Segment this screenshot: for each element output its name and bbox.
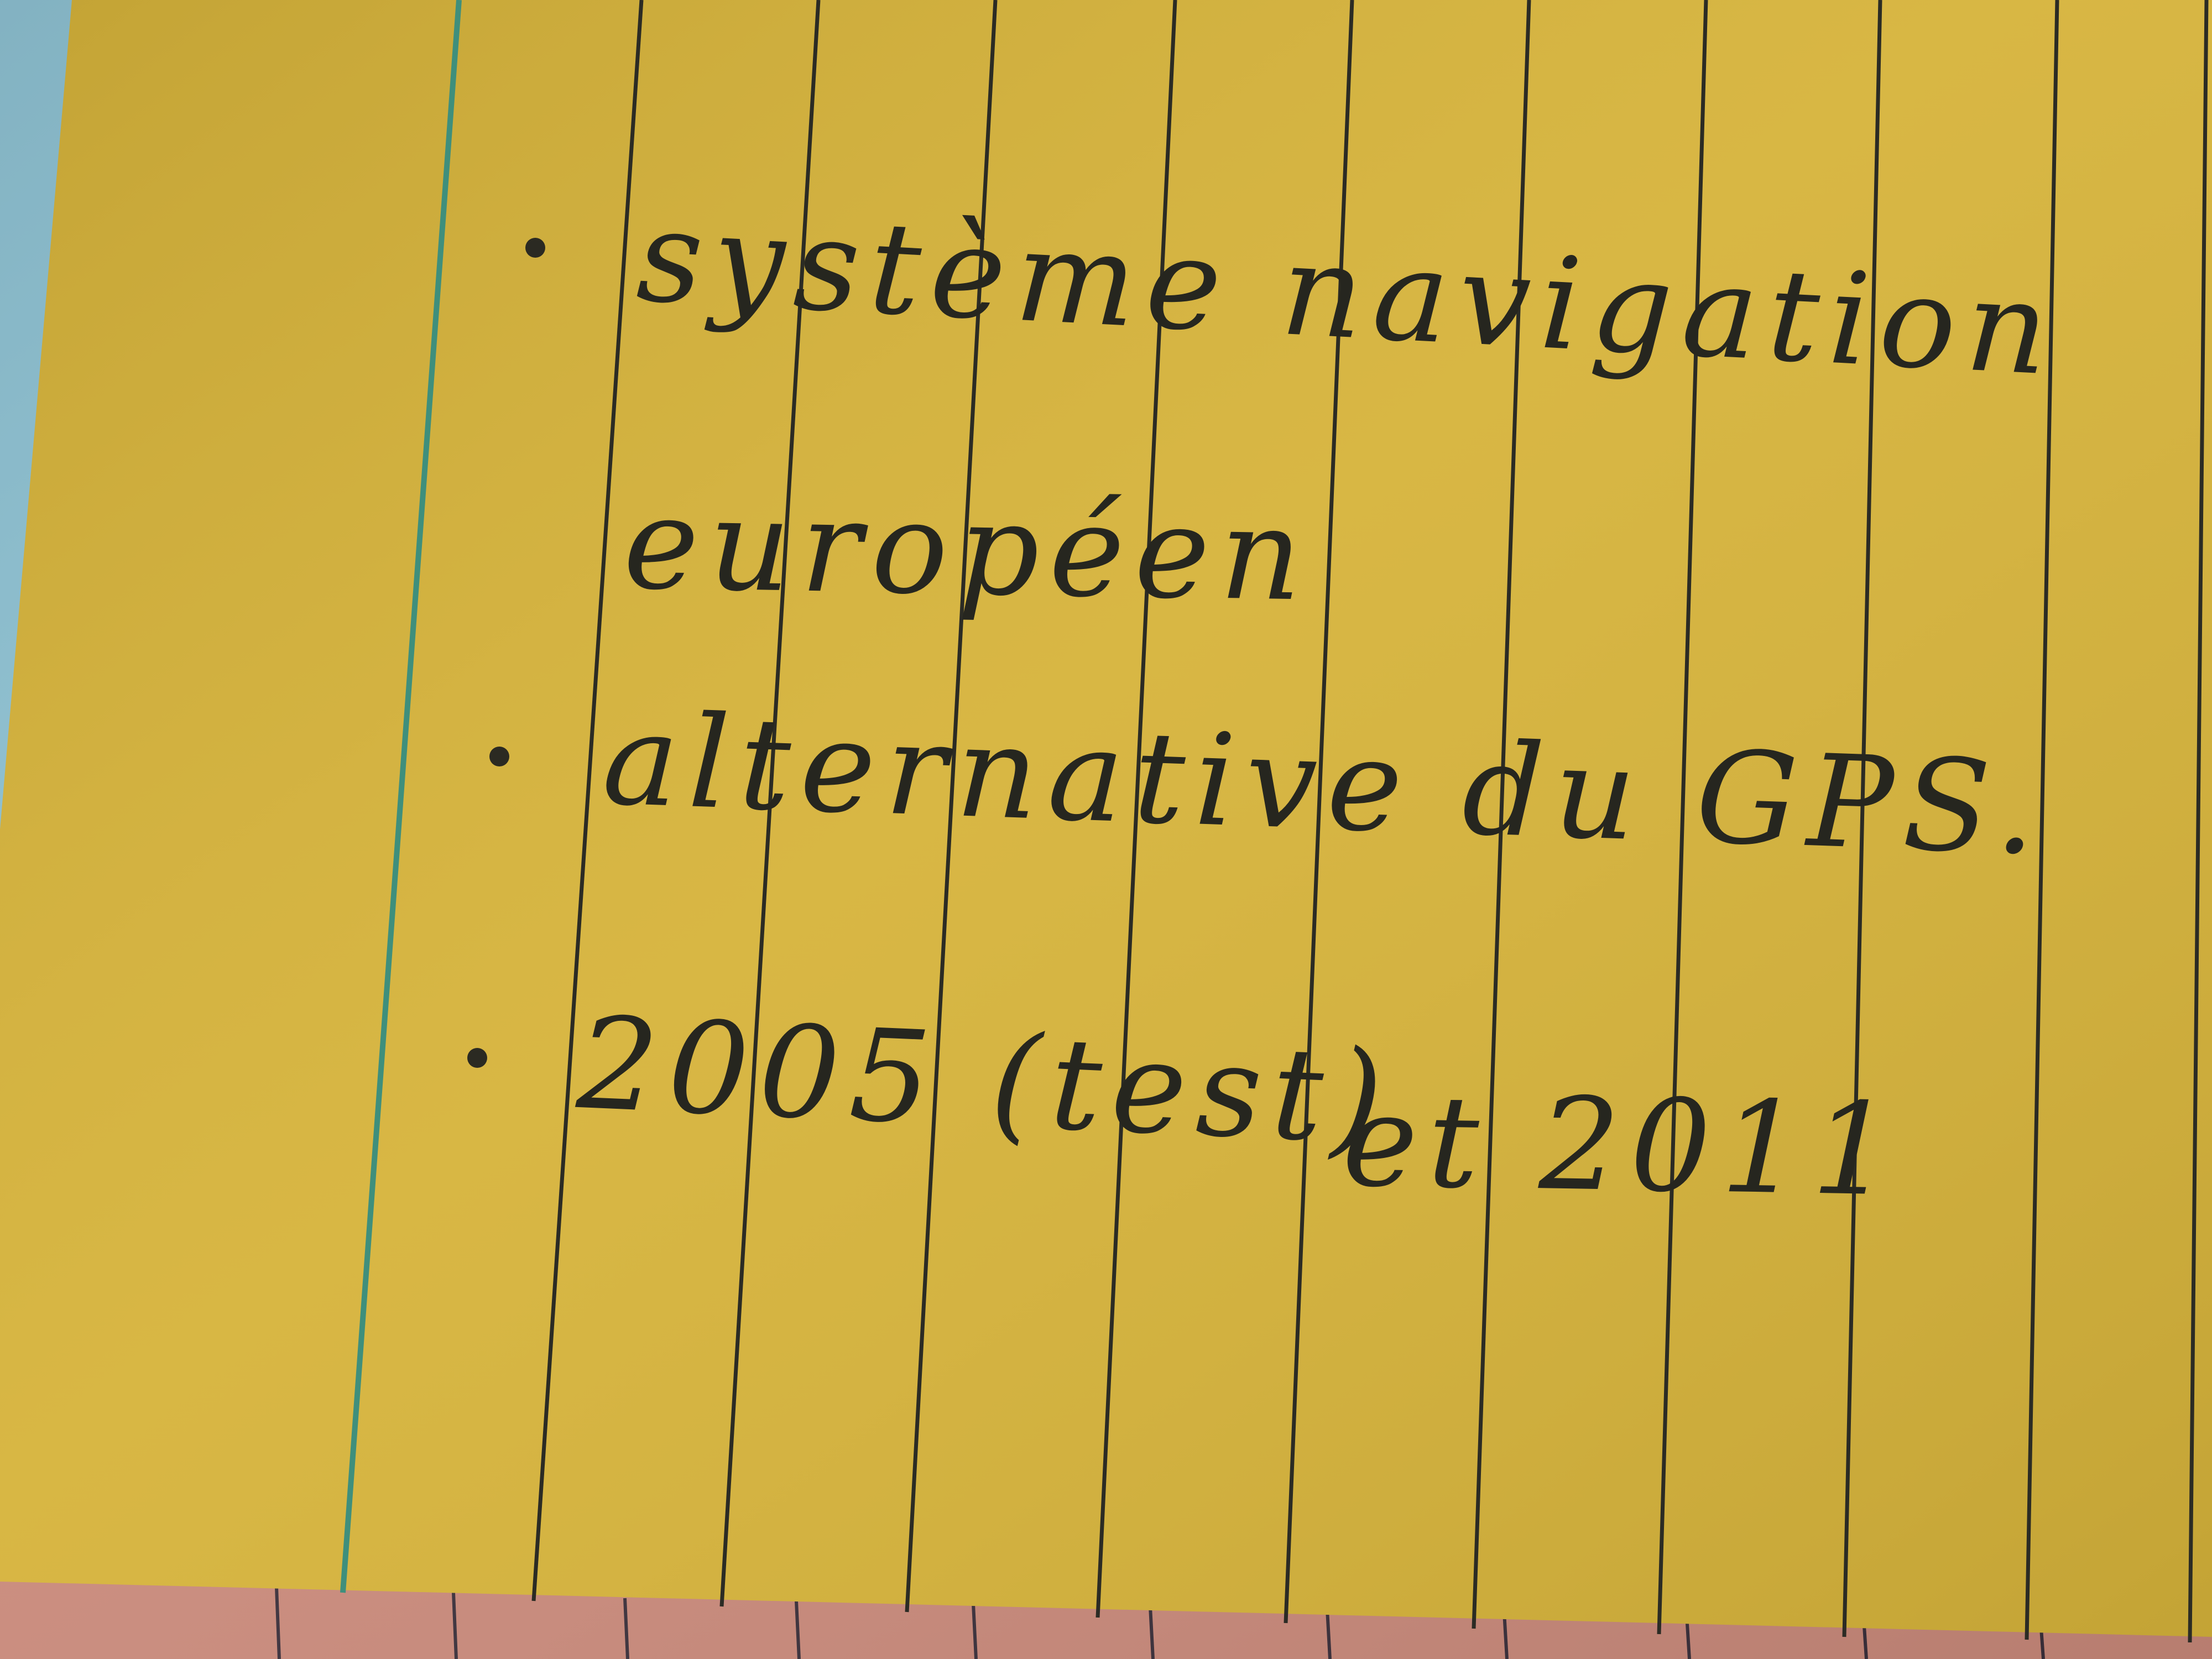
vertical-rule — [1095, 0, 1177, 1618]
vertical-rule — [1657, 0, 1708, 1635]
vertical-rule — [719, 0, 821, 1607]
bullet-1 — [525, 238, 545, 258]
note-item-1-line-2: européen — [622, 470, 1313, 630]
vertical-rule — [1472, 0, 1531, 1629]
bullet-3 — [467, 1048, 487, 1068]
vertical-rule — [1284, 0, 1354, 1624]
margin-rule — [340, 0, 462, 1593]
vertical-rules — [531, 0, 2209, 1643]
bullet-2 — [489, 747, 509, 766]
vertical-rule — [905, 0, 998, 1613]
vertical-rule — [531, 0, 644, 1601]
note-item-3-line-2: et 2011 — [1341, 1067, 1904, 1225]
vertical-rule — [1842, 0, 1882, 1637]
vertical-rule — [2025, 0, 2059, 1640]
vertical-rule — [2188, 0, 2209, 1643]
